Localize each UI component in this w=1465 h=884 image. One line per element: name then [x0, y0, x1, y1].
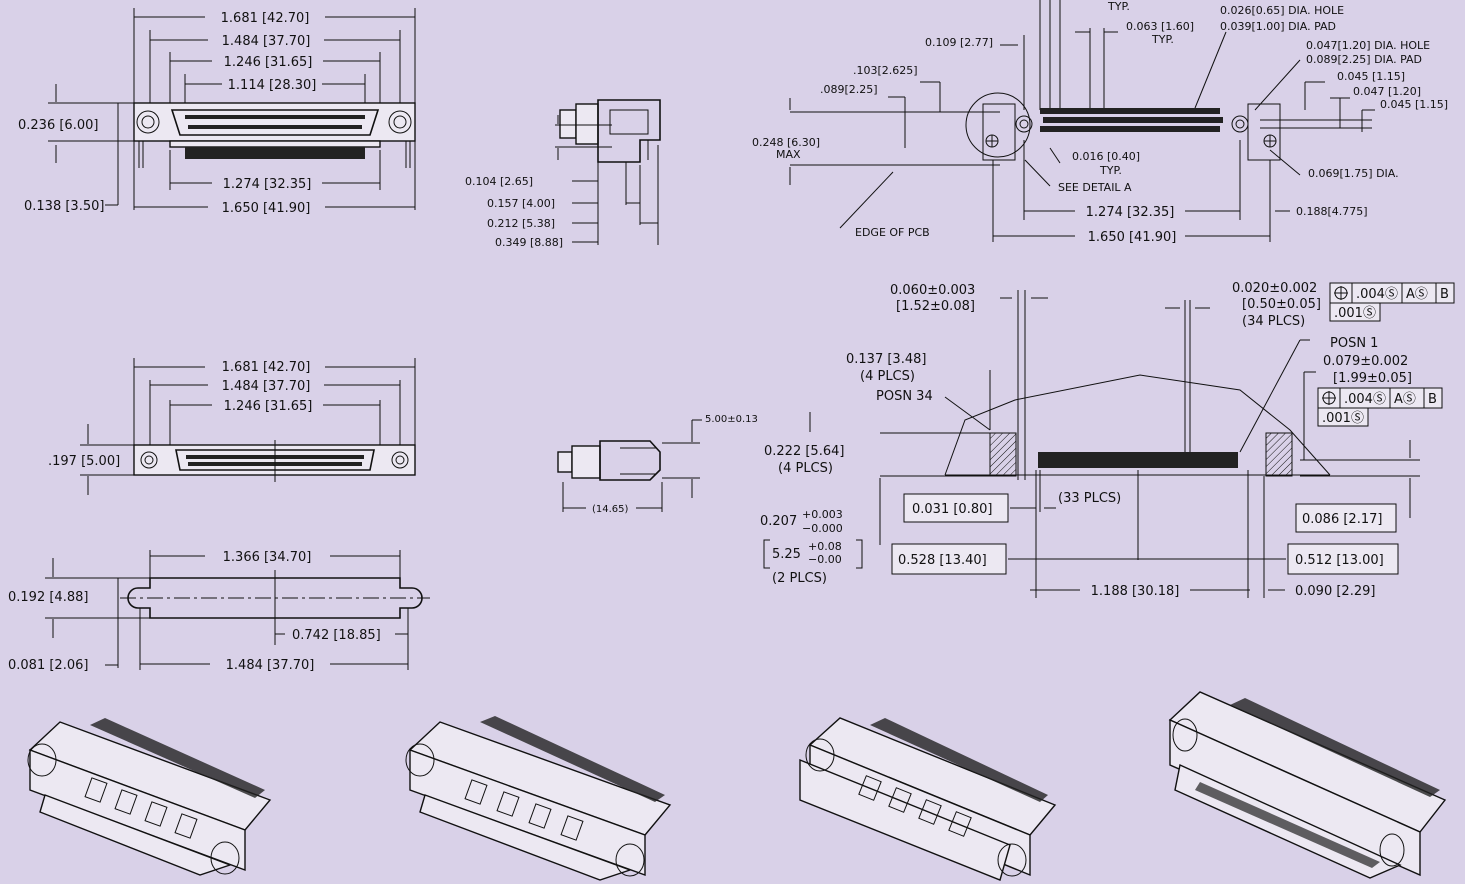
d069: 0.069[1.75] DIA.: [1308, 167, 1399, 180]
mpad-dia: 0.089[2.25] DIA. PAD: [1306, 53, 1422, 66]
dim-1114: 1.114 [28.30]: [228, 78, 317, 93]
dim-0349: 0.349 [8.88]: [495, 236, 563, 249]
end-height: 5.00±0.13: [705, 414, 758, 425]
posn34: POSN 34: [876, 389, 933, 404]
detail-a: 0.060±0.003 [1.52±0.08] 0.020±0.002 [0.5…: [760, 281, 1455, 599]
tol2m: [0.50±0.05]: [1242, 297, 1321, 312]
end-view: 5.00±0.13 (14.65): [557, 414, 758, 515]
dim-0157: 0.157 [4.00]: [487, 197, 555, 210]
fdim-0197: .197 [5.00]: [48, 454, 120, 469]
bdim-0192: 0.192 [4.88]: [8, 590, 88, 605]
see-detail: SEE DETAIL A: [1058, 181, 1132, 194]
d188: 0.188[4.775]: [1296, 205, 1368, 218]
d103: .103[2.625]: [853, 64, 918, 77]
bdim-1484: 1.484 [37.70]: [226, 658, 315, 673]
d047: 0.047 [1.20]: [1353, 85, 1421, 98]
bdim-0742: 0.742 [18.85]: [292, 628, 381, 643]
d207: 0.207: [760, 514, 797, 529]
bottom-view: 1.366 [34.70] 0.192 [4.88] 0.742 [18.85]…: [8, 550, 430, 673]
max: MAX: [776, 148, 801, 161]
fcf1a: .004Ⓢ: [1356, 287, 1398, 302]
iso-connector-3: [799, 717, 1057, 881]
dim-1274: 1.274 [32.35]: [223, 177, 312, 192]
d528: 0.528 [13.40]: [898, 553, 987, 568]
fcf2b: AⓈ: [1394, 392, 1416, 407]
fcf1d: .001Ⓢ: [1334, 306, 1376, 321]
plcs2: (2 PLCS): [772, 571, 827, 586]
d045a: 0.045 [1.15]: [1337, 70, 1405, 83]
end-width: (14.65): [592, 504, 629, 515]
d525up: +0.08: [808, 540, 842, 553]
d086: 0.086 [2.17]: [1302, 512, 1382, 527]
d1188: 1.188 [30.18]: [1091, 584, 1180, 599]
d137p: (4 PLCS): [860, 369, 915, 384]
fcf1b: AⓈ: [1406, 287, 1428, 302]
d525: 5.25: [772, 547, 801, 562]
iso-connector-1: [27, 718, 272, 876]
dim-0236: 0.236 [6.00]: [18, 118, 98, 133]
edge-pcb: EDGE OF PCB: [855, 226, 930, 239]
pitch: 0.063 [1.60]: [1126, 20, 1194, 33]
d222p: (4 PLCS): [778, 461, 833, 476]
d090: 0.090 [2.29]: [1295, 584, 1375, 599]
bdim-1366: 1.366 [34.70]: [223, 550, 312, 565]
d207up: +0.003: [802, 508, 843, 521]
d525dn: −0.00: [808, 553, 842, 566]
d079m: [1.99±0.05]: [1333, 371, 1412, 386]
mhole-dia: 0.047[1.20] DIA. HOLE: [1306, 39, 1430, 52]
pin-array: [1040, 108, 1223, 132]
fdim-1246: 1.246 [31.65]: [224, 399, 313, 414]
d089: .089[2.25]: [820, 83, 878, 96]
d079: 0.079±0.002: [1323, 354, 1408, 369]
dim-1484: 1.484 [37.70]: [222, 34, 311, 49]
tol2: 0.020±0.002: [1232, 281, 1317, 296]
typ-top: TYP.: [1107, 0, 1130, 13]
plcs33: (33 PLCS): [1058, 491, 1121, 506]
d1650b: 1.650 [41.90]: [1088, 230, 1177, 245]
bdim-0081: 0.081 [2.06]: [8, 658, 88, 673]
d248: 0.248 [6.30]: [752, 136, 820, 149]
dim-0138: 0.138 [3.50]: [24, 199, 104, 214]
dim-0104: 0.104 [2.65]: [465, 175, 533, 188]
d1274b: 1.274 [32.35]: [1086, 205, 1175, 220]
d222: 0.222 [5.64]: [764, 444, 844, 459]
fcf-2: .004Ⓢ AⓈ B .001Ⓢ: [1317, 387, 1443, 427]
tol2p: (34 PLCS): [1242, 314, 1305, 329]
pitch-typ: TYP.: [1151, 33, 1174, 46]
fcf2c: B: [1428, 392, 1437, 407]
fcf1c: B: [1440, 287, 1449, 302]
pcb-layout: TYP. 0.063 [1.60] TYP. 0.026[0.65] DIA. …: [752, 0, 1448, 245]
iso-connector-4: [1168, 691, 1447, 879]
pad-dia: 0.039[1.00] DIA. PAD: [1220, 20, 1336, 33]
fdim-1484: 1.484 [37.70]: [222, 379, 311, 394]
d016: 0.016 [0.40]: [1072, 150, 1140, 163]
d045b: 0.045 [1.15]: [1380, 98, 1448, 111]
fcf2a: .004Ⓢ: [1344, 392, 1386, 407]
side-view: 0.104 [2.65] 0.157 [4.00] 0.212 [5.38] 0…: [465, 99, 661, 249]
d031: 0.031 [0.80]: [912, 502, 992, 517]
fcf2d: .001Ⓢ: [1322, 411, 1364, 426]
fcf-1: .004Ⓢ AⓈ B .001Ⓢ: [1329, 282, 1455, 322]
iso-connector-2: [405, 716, 672, 881]
d207dn: −0.000: [802, 522, 843, 535]
top-view: 1.681 [42.70] 1.484 [37.70] 1.246 [31.65…: [18, 8, 416, 216]
dim-0212: 0.212 [5.38]: [487, 217, 555, 230]
d137: 0.137 [3.48]: [846, 352, 926, 367]
d109: 0.109 [2.77]: [925, 36, 993, 49]
front-view: 1.681 [42.70] 1.484 [37.70] 1.246 [31.65…: [48, 358, 416, 495]
d512: 0.512 [13.00]: [1295, 553, 1384, 568]
posn1: POSN 1: [1330, 336, 1378, 351]
dim-1246: 1.246 [31.65]: [224, 55, 313, 70]
tol1: 0.060±0.003: [890, 283, 975, 298]
fdim-1681: 1.681 [42.70]: [222, 360, 311, 375]
dim-1681: 1.681 [42.70]: [221, 11, 310, 26]
d016-typ: TYP.: [1099, 164, 1122, 177]
tol1m: [1.52±0.08]: [896, 299, 975, 314]
dim-1650: 1.650 [41.90]: [222, 201, 311, 216]
hole-dia: 0.026[0.65] DIA. HOLE: [1220, 4, 1344, 17]
